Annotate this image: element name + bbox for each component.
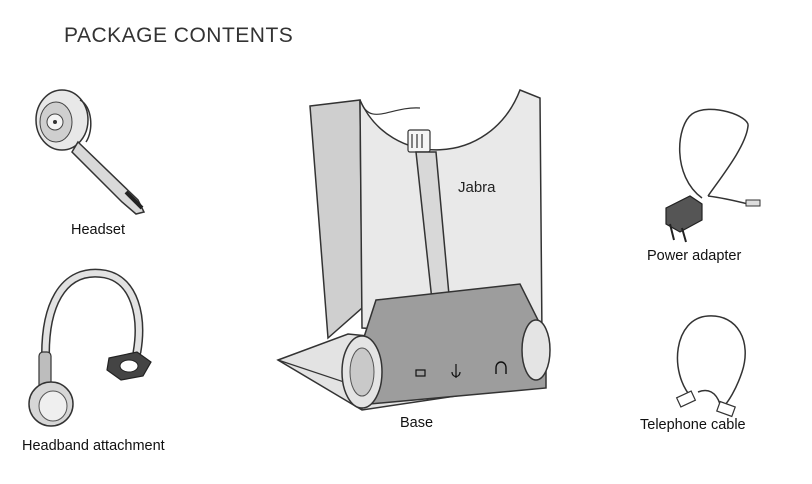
headband-label: Headband attachment (22, 438, 165, 454)
headband-item (25, 262, 165, 432)
base-item: Jabra (270, 88, 560, 418)
headband-icon (28, 268, 152, 427)
telephone-cable-label: Telephone cable (640, 417, 746, 433)
headset-icon (35, 89, 146, 215)
telephone-cable-icon (675, 315, 746, 418)
telephone-cable-item (668, 312, 768, 422)
headset-item (30, 80, 160, 230)
power-adapter-item (652, 106, 762, 246)
base-icon: Jabra (276, 89, 551, 411)
power-adapter-icon (665, 108, 761, 243)
power-adapter-label: Power adapter (647, 248, 742, 264)
headset-label: Headset (71, 222, 126, 238)
base-label: Base (400, 415, 434, 431)
page-title: PACKAGE CONTENTS (64, 24, 294, 47)
base-brand: Jabra (458, 179, 496, 196)
